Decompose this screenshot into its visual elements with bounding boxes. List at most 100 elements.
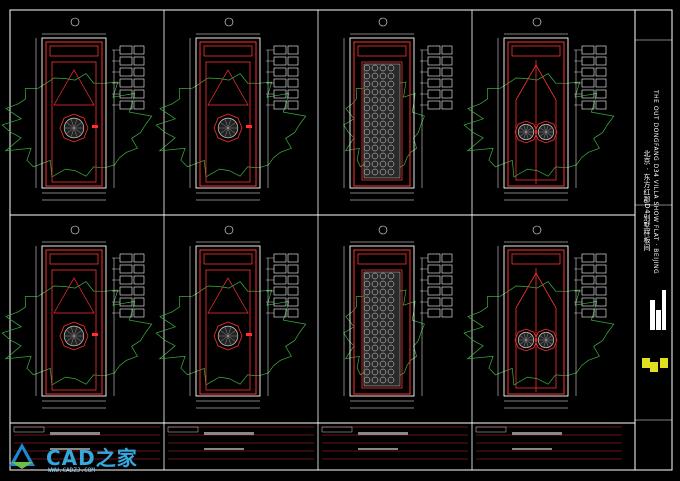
door-elevation-7-lattice-motif [387, 272, 395, 280]
door-elevation-5-outline [45, 249, 103, 395]
door-elevation-3-material-tag [427, 45, 441, 55]
door-elevation-6-medallion-pattern [220, 330, 229, 337]
door-elevation-3-lattice-motif [379, 136, 387, 144]
door-elevation-8-section-marker [532, 225, 542, 235]
footer-table-text [512, 432, 562, 435]
door-elevation-4-medallion-left-pattern [525, 131, 532, 137]
door-elevation-6-panel [205, 269, 251, 391]
door-elevation-7-lattice-motif [363, 312, 371, 320]
title-block-bar [656, 310, 661, 330]
door-elevation-2-material-tag [287, 100, 299, 110]
door-elevation-8-medallion-left-pattern [525, 333, 529, 341]
door-elevation-1-material-tag [133, 78, 145, 88]
door-elevation-7-lattice-motif [363, 368, 371, 376]
door-elevation-6-arch [207, 277, 249, 314]
door-elevation-7-lattice-motif [379, 304, 387, 312]
door-elevation-7-material-tag [441, 308, 453, 318]
door-elevation-1-medallion-pattern [73, 122, 82, 129]
door-elevation-2-medallion-pattern [227, 127, 236, 134]
door-elevation-4-material-tag [595, 67, 607, 77]
door-elevation-7-lattice-motif [387, 344, 395, 352]
door-elevation-7-lattice-motif [387, 296, 395, 304]
door-elevation-5-material-tag [133, 308, 145, 318]
door-elevation-2-material-tag [287, 56, 299, 66]
door-elevation-5-medallion [59, 321, 89, 351]
door-elevation-7-material-tag [441, 264, 453, 274]
door-elevation-7-lattice-motif [363, 280, 371, 288]
door-elevation-2-material-tag [287, 78, 299, 88]
door-elevation-7-transom [357, 253, 407, 265]
door-elevation-3-lattice-motif [371, 104, 379, 112]
door-elevation-3-lattice-motif [387, 160, 395, 168]
door-elevation-4-medallion-left-pattern [525, 131, 529, 139]
door-elevation-2-panel [205, 61, 251, 183]
door-elevation-7-lattice-motif [371, 320, 379, 328]
door-elevation-7-lattice-motif [387, 280, 395, 288]
door-elevation-7-lattice-motif [363, 304, 371, 312]
door-elevation-6-medallion-pattern [220, 335, 229, 342]
door-elevation-7-outline [353, 249, 411, 395]
door-elevation-3-lattice-motif [363, 112, 371, 120]
door-elevation-3-lattice-motif [363, 72, 371, 80]
door-elevation-5-section-marker [70, 225, 80, 235]
door-elevation-3-revision-cloud [343, 72, 425, 178]
door-elevation-6-material-tag [287, 286, 299, 296]
door-elevation-1-revision-cloud [1, 73, 153, 178]
door-elevation-2-medallion-pattern [227, 122, 236, 129]
door-elevation-7-lattice-motif [363, 296, 371, 304]
door-elevation-7-lattice-motif [379, 272, 387, 280]
door-elevation-6-outline [199, 249, 257, 395]
door-elevation-6-material-tag [273, 275, 287, 285]
door-elevation-1-material-tag [119, 56, 133, 66]
door-elevation-6-material-tag [287, 297, 299, 307]
door-elevation-8-medallion-left [514, 328, 538, 352]
door-elevation-7-lattice [361, 269, 403, 389]
door-elevation-8-material-tag [581, 308, 595, 318]
door-elevation-1-material-tag [133, 89, 145, 99]
door-elevation-4-medallion-right-pattern [543, 131, 547, 139]
door-elevation-5-material-tag [119, 286, 133, 296]
door-elevation-3-lattice-motif [379, 144, 387, 152]
footer-table-text [358, 432, 408, 435]
door-elevation-5-material-tag [133, 264, 145, 274]
door-elevation-4-medallion-right-pattern [545, 125, 549, 133]
door-elevation-2-material-tag [273, 100, 287, 110]
door-elevation-6-medallion-pattern [227, 330, 236, 337]
door-elevation-7-lattice-motif [379, 360, 387, 368]
door-elevation-1-panel [51, 61, 97, 183]
door-elevation-1-arch [53, 69, 95, 106]
door-elevation-3-lattice-motif [371, 96, 379, 104]
footer-table-header [13, 426, 45, 433]
door-elevation-8-medallion-left-pattern [523, 339, 527, 347]
door-elevation-5-medallion-pattern [66, 330, 75, 337]
door-elevation-5-medallion-pattern [73, 327, 78, 337]
door-elevation-6-material-tag [273, 253, 287, 263]
door-elevation-4-transom [511, 45, 561, 57]
door-elevation-1-material-tag [119, 100, 133, 110]
door-elevation-3-lattice-motif [363, 64, 371, 72]
door-elevation-3-lattice-motif [379, 72, 387, 80]
door-elevation-7-lattice-motif [371, 336, 379, 344]
title-block [634, 9, 673, 471]
door-elevation-8-medallion-left-pattern [520, 339, 527, 345]
footer-table-text [204, 448, 244, 450]
footer-table-text [512, 448, 552, 450]
door-elevation-7-lattice-motif [363, 344, 371, 352]
door-elevation-4-medallion-left-pattern [525, 127, 532, 133]
door-elevation-7-lattice-motif [387, 368, 395, 376]
door-elevation-3-lattice-motif [387, 144, 395, 152]
door-elevation-5-medallion-pattern [73, 330, 82, 337]
door-elevation-8-material-tag [581, 264, 595, 274]
door-elevation-7-lattice-motif [379, 288, 387, 296]
door-elevation-1-material-tag [133, 56, 145, 66]
door-elevation-4-section-marker [532, 17, 542, 27]
door-elevation-3-lattice-motif [371, 144, 379, 152]
door-elevation-3-material-tag [427, 100, 441, 110]
door-elevation-5-material-tag [119, 264, 133, 274]
door-elevation-7-lattice-motif [363, 336, 371, 344]
door-elevation-4-medallion-left [514, 120, 538, 144]
door-elevation-8-material-tag [595, 308, 607, 318]
door-elevation-3-lattice-motif [363, 168, 371, 176]
door-elevation-8-medallion-left-pattern [525, 335, 532, 341]
